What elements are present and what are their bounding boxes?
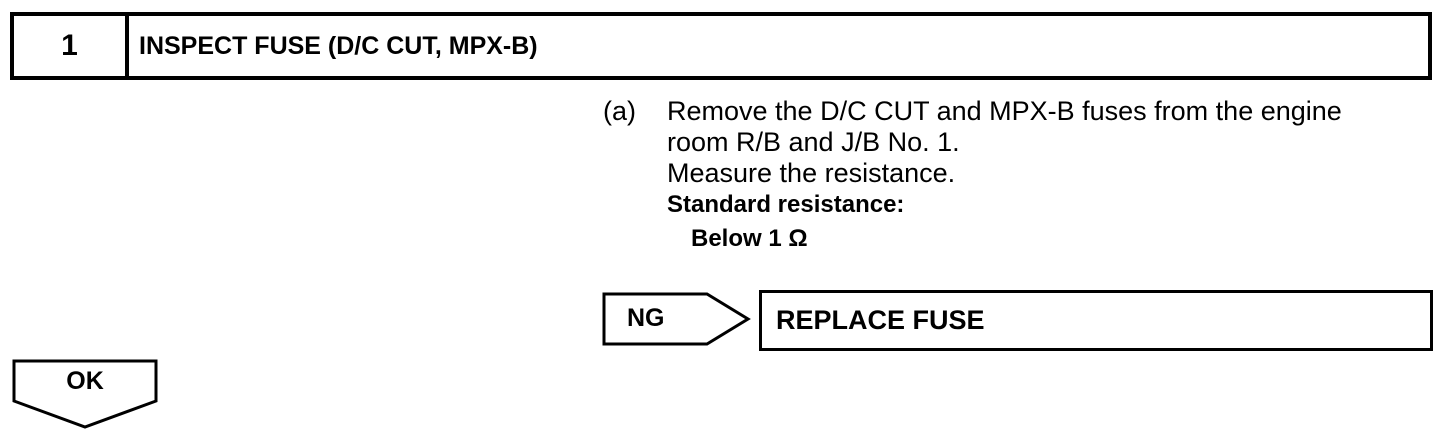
step-number: 1 (14, 16, 129, 76)
ng-result-box: REPLACE FUSE (759, 290, 1433, 351)
standard-resistance-label: Standard resistance: (667, 191, 905, 218)
standard-resistance-value: Below 1 Ω (691, 225, 808, 252)
instruction-label: (a) (603, 96, 636, 126)
ok-arrow-icon (12, 359, 158, 429)
step-header: 1 INSPECT FUSE (D/C CUT, MPX-B) (10, 12, 1432, 80)
ng-label: NG (627, 304, 665, 332)
instruction-line: room R/B and J/B No. 1. (667, 127, 960, 157)
instruction-line: Remove the D/C CUT and MPX-B fuses from … (667, 96, 1342, 126)
ng-arrow-icon (602, 292, 751, 346)
step-title: INSPECT FUSE (D/C CUT, MPX-B) (139, 31, 538, 60)
instruction-line: Measure the resistance. (667, 158, 956, 188)
ok-label: OK (66, 367, 104, 395)
ng-result-text: REPLACE FUSE (776, 305, 985, 335)
instruction-body: Remove the D/C CUT and MPX-B fuses from … (667, 96, 1447, 254)
